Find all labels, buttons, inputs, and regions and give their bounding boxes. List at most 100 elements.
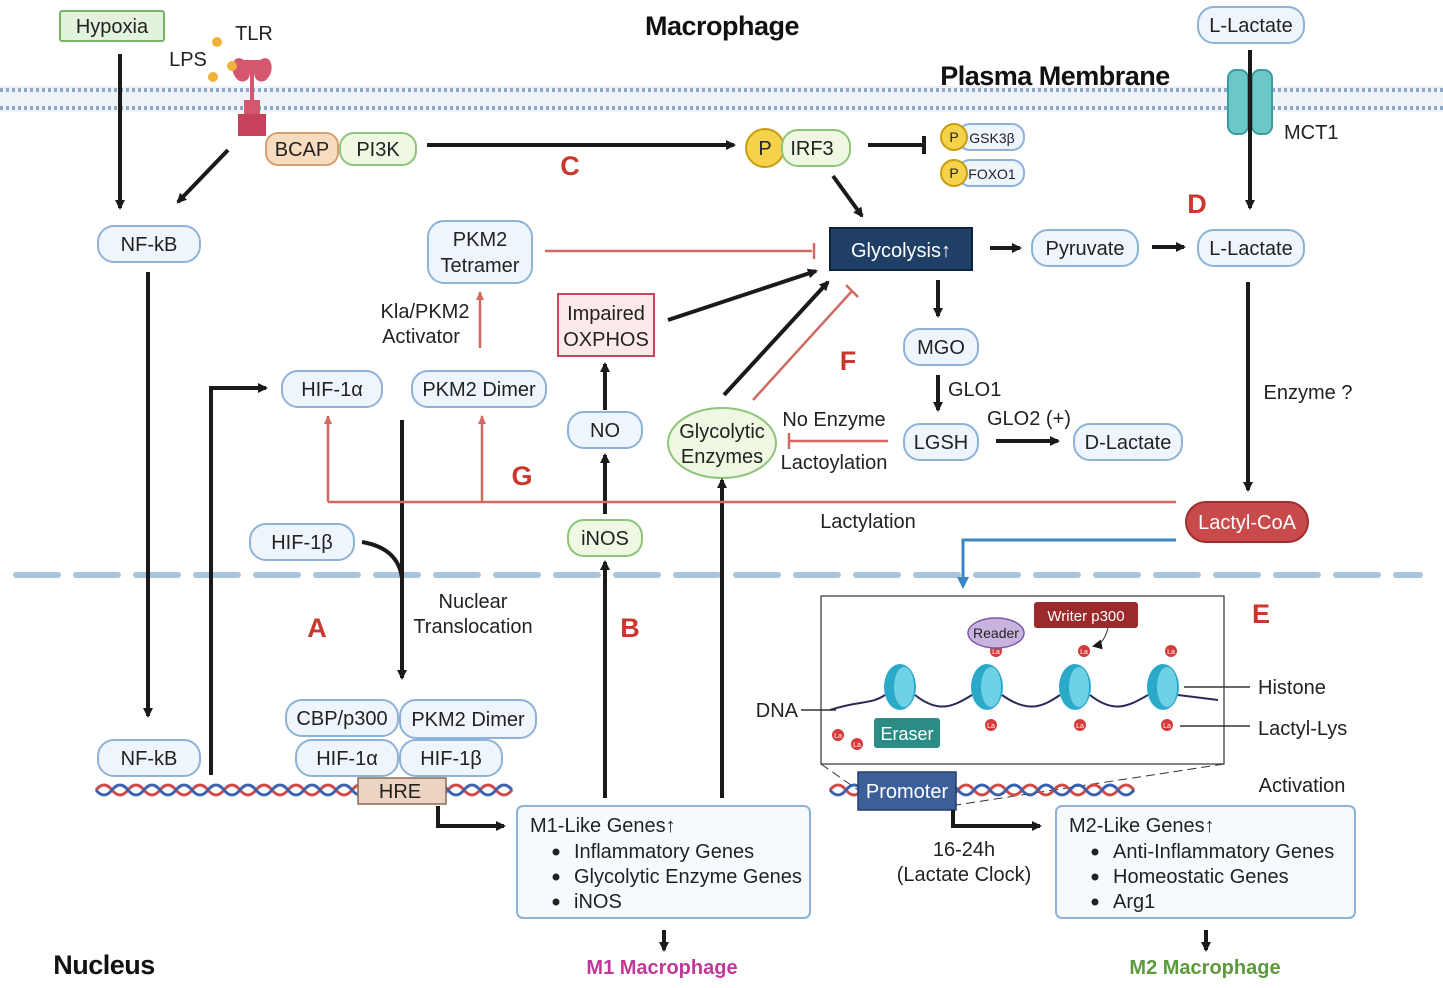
label-writer: Writer p300 (1047, 608, 1124, 625)
label-lactyl-coa: Lactyl-CoA (1198, 512, 1296, 534)
label-glo2: GLO2 (+) (987, 408, 1071, 430)
label-pkm2-tetramer-1: PKM2 (453, 229, 507, 251)
label-pkm2-dimer-top: PKM2 Dimer (422, 379, 536, 401)
m2-item: Arg1 (1113, 891, 1155, 913)
label-la: La (987, 723, 995, 730)
dna-strand-left (94, 783, 514, 797)
label-d-lactate: D-Lactate (1085, 432, 1172, 454)
reader-protein (967, 617, 1025, 649)
histone-icon (884, 664, 1179, 710)
node-promoter (857, 771, 957, 811)
label-mgo: MGO (917, 337, 965, 359)
lactylation-nuclear-arrow (957, 538, 1176, 589)
node-hypoxia (59, 10, 165, 42)
label-irf3: IRF3 (790, 138, 833, 160)
label-kla-1: Kla/PKM2 (381, 301, 470, 323)
panel-letter-f: F (840, 346, 857, 376)
phospho-p-foxo1 (940, 159, 968, 187)
m2-item: Anti-Inflammatory Genes (1113, 841, 1334, 863)
label-la: La (1167, 649, 1175, 656)
label-no: NO (590, 420, 620, 442)
label-histone: Histone (1258, 677, 1326, 699)
label-l-lactate-inside: L-Lactate (1209, 238, 1292, 260)
node-nfkb-bottom (97, 739, 201, 777)
label-lps: LPS (169, 49, 207, 71)
node-l-lactate-outside (1197, 6, 1305, 44)
writer-protein (1034, 602, 1138, 628)
label-mct1: MCT1 (1284, 122, 1338, 144)
label-la: La (1080, 649, 1088, 656)
node-no (567, 411, 643, 449)
m1-item: Inflammatory Genes (574, 841, 754, 863)
label-lactoylation: Lactoylation (781, 452, 888, 474)
label-pyruvate: Pyruvate (1046, 238, 1125, 260)
panel-letter-g: G (511, 461, 532, 491)
title-nucleus: Nucleus (53, 950, 155, 980)
dna-thread (829, 694, 1219, 711)
m1-item: iNOS (574, 891, 622, 913)
title-plasma-membrane: Plasma Membrane (940, 61, 1170, 91)
m1-title: M1-Like Genes↑ (530, 815, 676, 837)
label-lactyl-lys: Lactyl-Lys (1258, 718, 1347, 740)
node-pkm2-dimer-bottom (399, 699, 537, 739)
label-clock-1: 16-24h (933, 839, 995, 861)
m2-title: M2-Like Genes↑ (1069, 815, 1215, 837)
plasma-membrane (0, 86, 1443, 112)
label-oxphos-2: OXPHOS (563, 329, 649, 351)
label-gly-enz-1: Glycolytic (679, 421, 765, 443)
node-d-lactate (1073, 423, 1183, 461)
panel-letter-e: E (1252, 599, 1270, 629)
node-hif1b-bottom (399, 739, 503, 777)
label-la: La (1076, 723, 1084, 730)
node-l-lactate-inside (1197, 229, 1305, 267)
label-p-foxo1: P (949, 165, 958, 181)
node-lgsh (903, 423, 979, 461)
label-oxphos-1: Impaired (567, 303, 645, 325)
label-hre: HRE (379, 781, 421, 803)
label-la: La (834, 733, 842, 740)
label-la: La (992, 649, 1000, 656)
node-pyruvate (1031, 229, 1139, 267)
node-irf3 (781, 129, 851, 167)
node-glycolysis (829, 227, 973, 271)
title-macrophage: Macrophage (645, 11, 800, 41)
label-foxo1: FOXO1 (968, 166, 1016, 182)
inhibition-lines (545, 136, 926, 449)
node-hre (357, 777, 447, 805)
m2-genes-box (1055, 805, 1356, 919)
m2-item: Homeostatic Genes (1113, 866, 1289, 888)
node-inos (567, 519, 643, 557)
label-no-enzyme: No Enzyme (782, 409, 885, 431)
label-l-lactate-outside: L-Lactate (1209, 15, 1292, 37)
label-hif1b-top: HIF-1β (271, 532, 333, 554)
label-tlr: TLR (235, 23, 273, 45)
label-lactylation: Lactylation (820, 511, 916, 533)
panel-letter-b: B (620, 613, 640, 643)
eraser-protein (874, 718, 940, 748)
panel-letter-d: D (1187, 189, 1207, 219)
label-nuclear-1: Nuclear (439, 591, 508, 613)
label-pkm2-dimer-bottom: PKM2 Dimer (411, 709, 525, 731)
label-nfkb-bottom: NF-kB (121, 748, 178, 770)
node-hif1a-top (281, 370, 383, 408)
label-bcap: BCAP (275, 139, 329, 161)
node-mgo (903, 328, 979, 366)
activation-arrows (115, 50, 1255, 952)
node-hif1a-bottom (295, 739, 399, 777)
label-glycolysis: Glycolysis↑ (851, 240, 951, 262)
label-reader: Reader (973, 625, 1019, 641)
m1-result: M1 Macrophage (586, 957, 737, 979)
lactylation-red-arrows (324, 291, 1176, 504)
label-kla-2: Activator (382, 326, 460, 348)
label-la: La (1163, 723, 1171, 730)
label-nuclear-2: Translocation (413, 616, 532, 638)
label-nfkb-top: NF-kB (121, 234, 178, 256)
label-dna: DNA (756, 700, 799, 722)
m2-result: M2 Macrophage (1129, 957, 1280, 979)
node-impaired-oxphos (557, 293, 655, 357)
label-activation: Activation (1259, 775, 1346, 797)
node-pi3k (339, 132, 417, 166)
tlr-receptor-icon (208, 37, 272, 136)
